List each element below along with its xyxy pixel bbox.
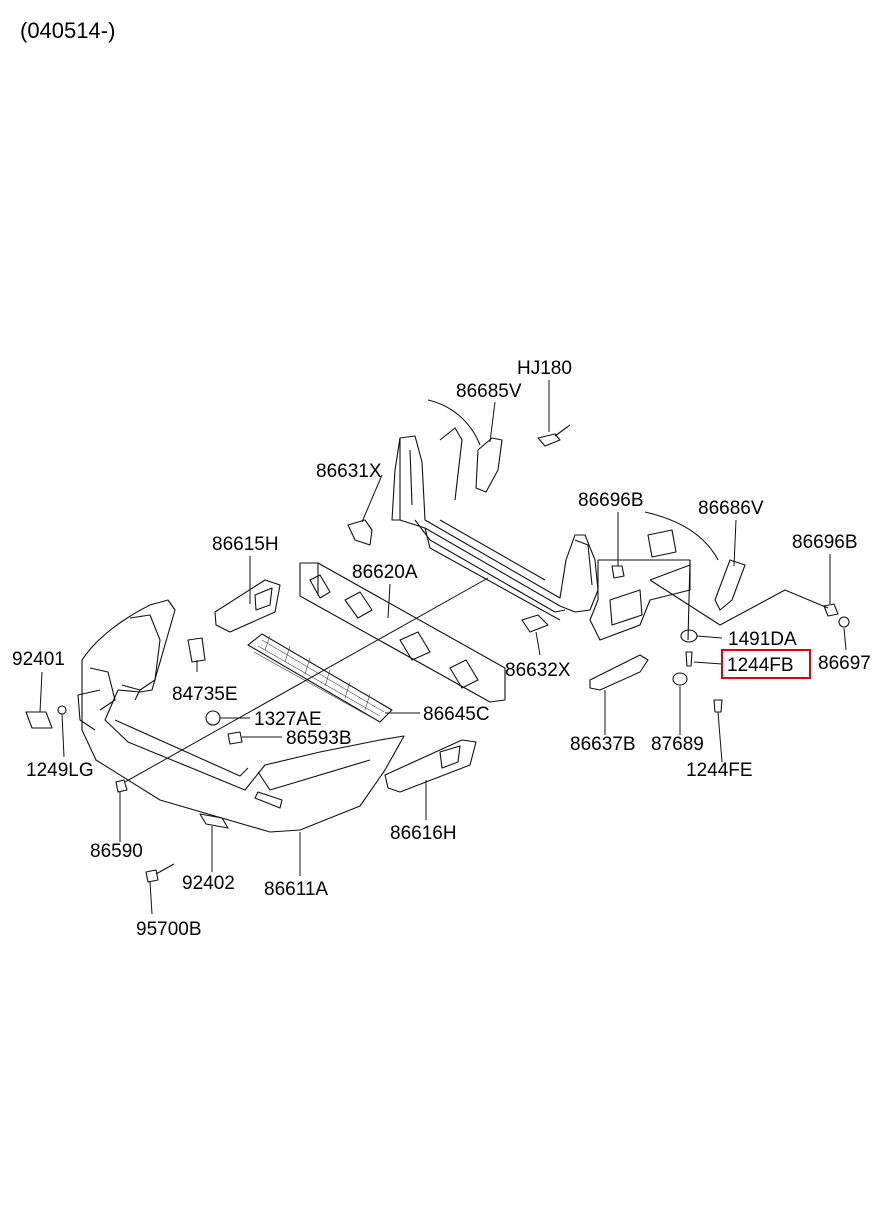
piece-86631x-drawing [347,519,373,546]
part-label-92402[interactable]: 92402 [182,873,235,894]
grille-86645c-drawing [247,633,393,723]
part-label-1491da[interactable]: 1491DA [728,629,797,650]
clip-hj180-drawing [537,424,571,447]
part-label-86590[interactable]: 86590 [90,841,143,862]
piece-86632x-drawing [521,614,549,633]
clip-1327ae-drawing [205,710,221,726]
part-label-86632x[interactable]: 86632X [505,660,571,681]
screw-1244fb-drawing [685,651,693,667]
part-label-86697[interactable]: 86697 [818,653,871,674]
part-label-1244fe[interactable]: 1244FE [686,760,753,781]
part-label-92401[interactable]: 92401 [12,649,65,670]
part-label-1249lg[interactable]: 1249LG [26,760,94,781]
assembly-guide-line [124,577,489,783]
sensor-95700b-drawing [145,863,175,883]
part-label-84735e[interactable]: 84735E [172,684,238,705]
part-label-1327ae[interactable]: 1327AE [254,709,322,730]
reflector-92402-drawing [199,813,229,829]
clip-86696b-left-drawing [611,565,625,579]
highlight-box-1244fb [721,649,811,679]
part-label-86616h[interactable]: 86616H [390,823,457,844]
screw-1244fe-drawing [713,699,723,713]
leader-lines [39,380,847,915]
part-label-95700b[interactable]: 95700B [136,919,202,940]
part-label-86685v[interactable]: 86685V [456,381,522,402]
clip-86696b-right-drawing [823,603,839,617]
part-label-86637b[interactable]: 86637B [570,734,636,755]
part-label-86696b-right[interactable]: 86696B [792,532,858,553]
part-label-87689[interactable]: 87689 [651,734,704,755]
bracket-86637b-drawing [589,654,649,691]
part-label-1244fb[interactable]: 1244FB [727,655,794,676]
energy-absorber-86620a-drawing [299,562,506,703]
clip-86590-drawing [115,779,128,793]
part-label-hj180[interactable]: HJ180 [517,358,572,379]
part-label-86620a[interactable]: 86620A [352,562,418,583]
bracket-84735e-drawing [187,637,206,663]
clip-86593b-drawing [227,731,243,745]
part-label-86593b[interactable]: 86593B [286,728,352,749]
part-label-86615h[interactable]: 86615H [212,534,279,555]
part-label-86611a[interactable]: 86611A [264,879,328,900]
bumper-beam-drawing [391,399,599,621]
nut-86697-drawing [838,616,850,628]
nut-87689-drawing [672,672,688,686]
bumper-cover-86611a-drawing [77,599,405,833]
reflector-92401-drawing [25,711,53,729]
bracket-86616h-drawing [384,739,477,793]
right-side-panel-drawing [589,511,829,641]
part-label-86686v[interactable]: 86686V [698,498,764,519]
part-label-86631x[interactable]: 86631X [316,461,382,482]
screw-1249lg-drawing [57,705,67,715]
bracket-86615h-drawing [214,579,281,633]
grommet-1491da-drawing [680,629,698,643]
assembly-guide-line [649,564,691,581]
bracket-86686v-drawing [714,559,746,611]
diagram-code: (040514-) [20,18,116,43]
bracket-86685v-drawing [475,437,503,493]
part-label-86645c[interactable]: 86645C [423,704,490,725]
part-label-86696b-left[interactable]: 86696B [578,490,644,511]
